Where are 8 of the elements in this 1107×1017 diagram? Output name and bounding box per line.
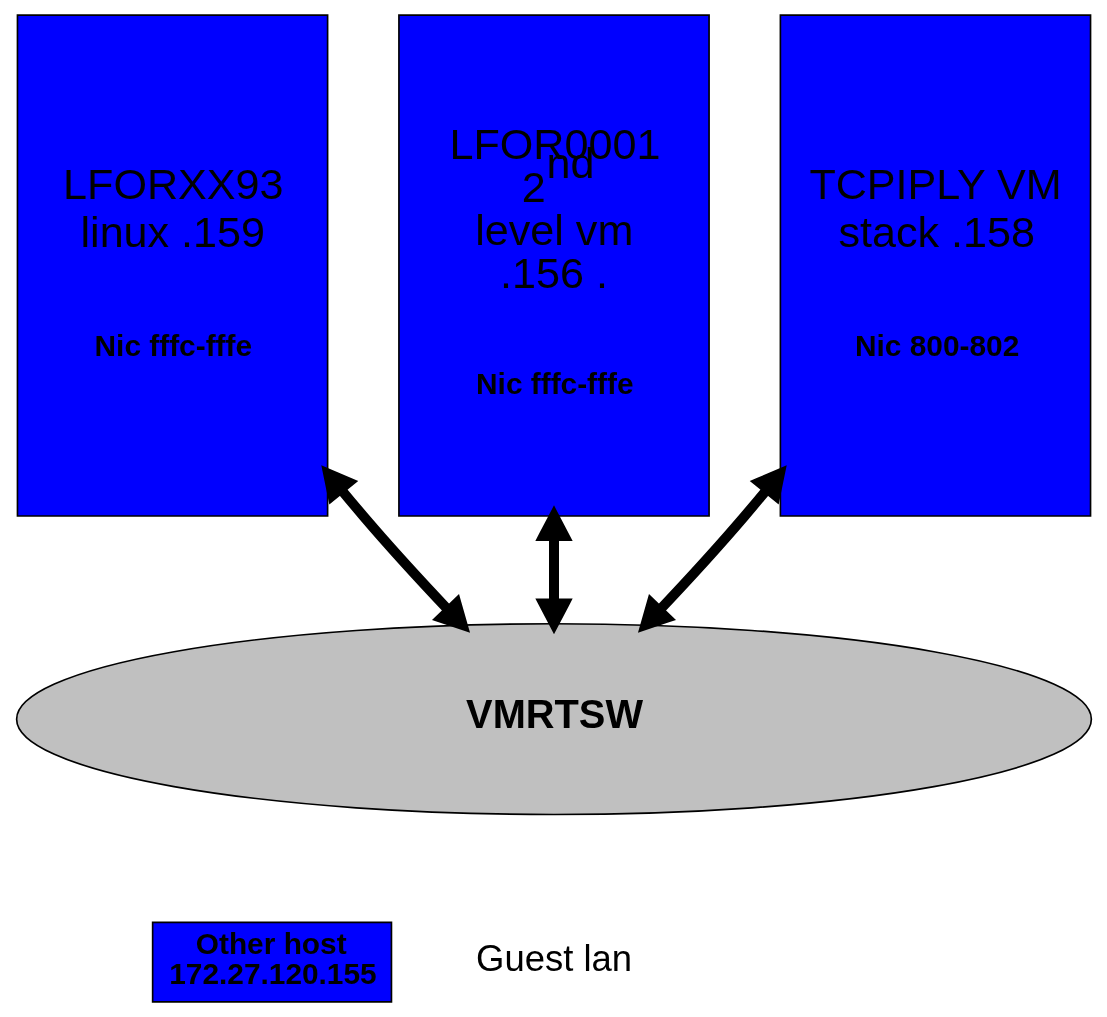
arrow [320, 465, 470, 633]
node-ellipse: VMRTSW [15, 622, 1092, 816]
node-box: Other host 172.27.120.155 [151, 921, 392, 1003]
arrow [637, 465, 787, 633]
node-label: Guest lan [475, 938, 632, 980]
node-box: LFORXX93 linux .159 Nic fffc-fffe [16, 14, 328, 517]
node-box: TCPIPLY VM stack .158 Nic 800-802 [779, 14, 1091, 517]
arrow [534, 505, 573, 635]
